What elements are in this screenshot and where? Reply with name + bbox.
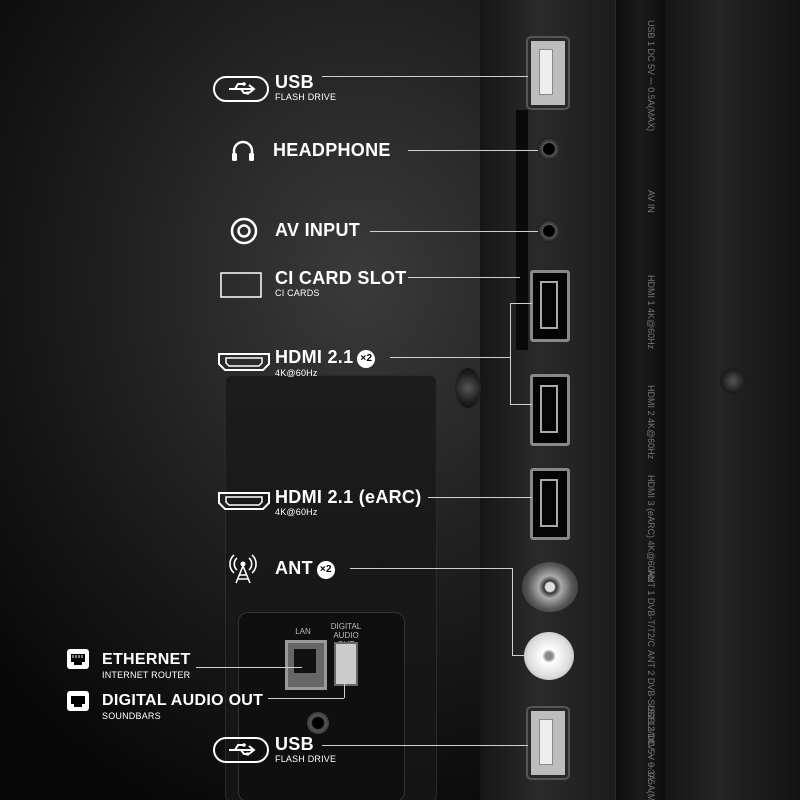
usb-port-top xyxy=(528,38,568,108)
callout-line xyxy=(268,698,344,699)
hdmi-x2-sub: 4K@60Hz xyxy=(275,368,318,378)
antenna-icon xyxy=(228,554,258,589)
callout-line xyxy=(350,568,512,569)
ethernet-icon xyxy=(66,648,90,675)
hdmi-port-2 xyxy=(530,374,570,446)
headphone-jack xyxy=(536,136,562,162)
callout-line xyxy=(510,404,532,405)
usb-top-sub: FLASH DRIVE xyxy=(275,92,337,102)
callout-line xyxy=(408,150,538,151)
usb-bottom-label: USB FLASH DRIVE xyxy=(275,734,336,765)
screw xyxy=(455,368,481,408)
callout-line xyxy=(512,568,513,656)
usb-icon xyxy=(213,737,269,768)
lan-port-text: LAN xyxy=(295,627,311,636)
usb-top-label: USB FLASH DRIVE xyxy=(275,72,336,103)
screw xyxy=(720,368,746,394)
ci-card-slot-label: CI CARD SLOT CI CARDS xyxy=(275,268,407,299)
digital-audio-title: DIGITAL AUDIO OUT xyxy=(102,692,264,709)
callout-line xyxy=(390,357,510,358)
ant-label: ANT×2 xyxy=(275,558,335,579)
optical-icon xyxy=(66,690,90,717)
digital-audio-label: DIGITAL AUDIO OUT SOUNDBARS xyxy=(102,691,263,722)
hdmi-icon xyxy=(217,490,271,517)
usb-bottom-sub: FLASH DRIVE xyxy=(275,754,337,764)
hdmi-x2-title: HDMI 2.1 xyxy=(275,347,354,367)
tv-back-right xyxy=(665,0,800,800)
callout-line xyxy=(512,655,526,656)
digital-audio-sub: SOUNDBARS xyxy=(102,711,161,721)
hdmi-earc-title: HDMI 2.1 (eARC) xyxy=(275,487,422,507)
av-input-icon xyxy=(230,217,258,250)
ethernet-port xyxy=(285,640,327,690)
ci-card-slot-title: CI CARD SLOT xyxy=(275,268,407,288)
hdmi-earc-label: HDMI 2.1 (eARC) 4K@60Hz xyxy=(275,487,422,518)
callout-line xyxy=(510,303,532,304)
service-jack xyxy=(307,712,329,734)
hdmi-port-1 xyxy=(530,270,570,342)
ethernet-label: ETHERNET INTERNET ROUTER xyxy=(102,650,191,681)
usb-bottom-title: USB xyxy=(275,734,314,754)
ant-title: ANT xyxy=(275,558,313,578)
ethernet-sub: INTERNET ROUTER xyxy=(102,670,191,680)
usb-icon xyxy=(213,76,269,107)
ci-card-slot-sub: CI CARDS xyxy=(275,288,320,298)
hdmi-count-badge: ×2 xyxy=(357,350,376,368)
panel-text-usb1: USB 1 DC 5V ⎓ 0.5A(MAX) xyxy=(646,20,656,132)
ci-card-slot xyxy=(516,110,528,350)
callout-line xyxy=(510,303,511,405)
hdmi-x2-label: HDMI 2.1×2 4K@60Hz xyxy=(275,347,376,379)
callout-line xyxy=(428,497,532,498)
panel-text-hdmi1: HDMI 1 4K@60Hz xyxy=(646,275,656,350)
callout-line xyxy=(370,231,538,232)
optical-port xyxy=(334,642,358,686)
callout-line xyxy=(408,277,520,278)
av-input-jack xyxy=(536,218,562,244)
usb-port-bottom xyxy=(528,708,568,778)
antenna-port-2 xyxy=(524,632,574,680)
panel-text-ant1: ANT 1 DVB-T/T2/C xyxy=(646,570,656,647)
callout-line xyxy=(344,680,345,698)
av-input-title: AV INPUT xyxy=(275,220,361,240)
panel-text-av-in: AV IN xyxy=(646,190,656,213)
ethernet-title: ETHERNET xyxy=(102,651,191,668)
hdmi-earc-sub: 4K@60Hz xyxy=(275,507,318,517)
panel-text-hdmi2: HDMI 2 4K@60Hz xyxy=(646,385,656,460)
callout-line xyxy=(196,667,302,668)
headphone-title: HEADPHONE xyxy=(273,140,391,160)
callout-line xyxy=(322,76,528,77)
antenna-port-1 xyxy=(522,562,578,612)
av-input-label: AV INPUT xyxy=(275,220,360,240)
headphone-label: HEADPHONE xyxy=(273,140,391,160)
headphone-icon xyxy=(230,138,256,169)
ant-count-badge: ×2 xyxy=(316,561,335,579)
panel-text-usb2: USB 2 DC 5V ⎓ 0.5A(MAX) xyxy=(646,705,656,800)
callout-line xyxy=(322,745,528,746)
ci-card-icon xyxy=(220,272,262,303)
panel-text-hdmi3: HDMI 3 (eARC) 4K@60Hz xyxy=(646,475,656,582)
tv-panel-strip: USB 1 DC 5V ⎓ 0.5A(MAX) AV IN HDMI 1 4K@… xyxy=(615,0,666,800)
hdmi-icon xyxy=(217,351,271,378)
usb-top-title: USB xyxy=(275,72,314,92)
hdmi-port-3 xyxy=(530,468,570,540)
